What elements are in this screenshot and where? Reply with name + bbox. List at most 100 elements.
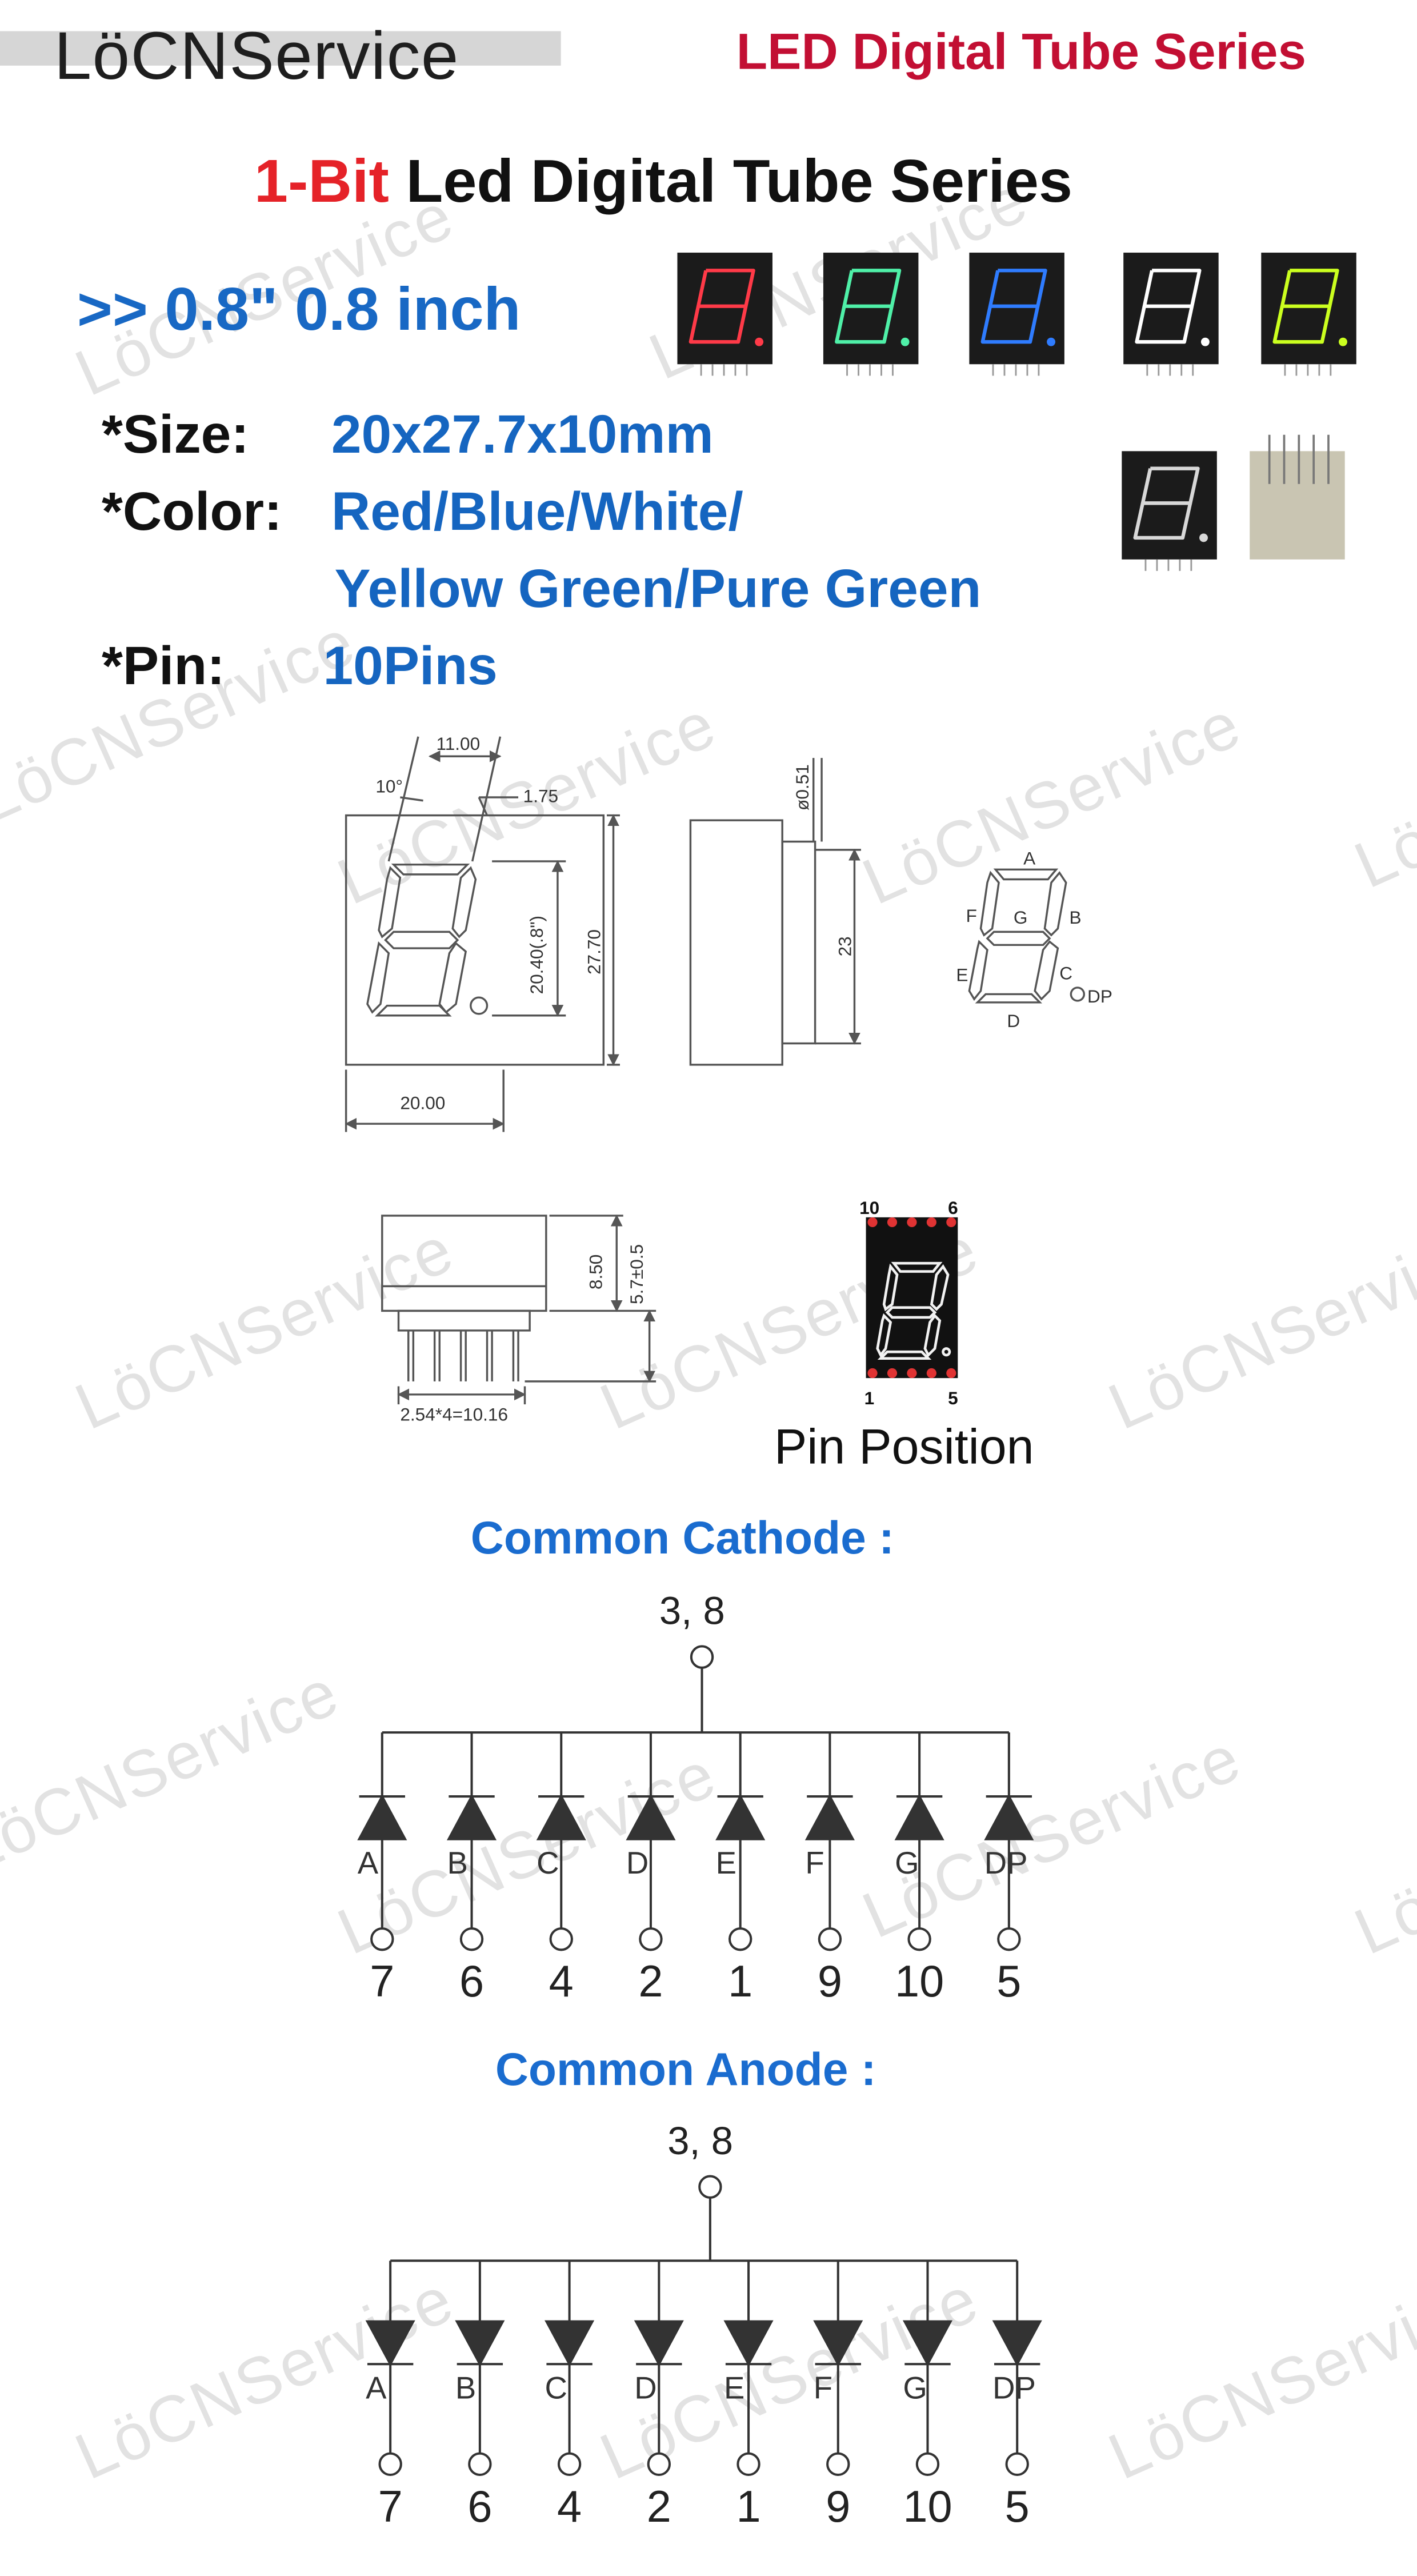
pin-label-6: 6 — [948, 1197, 958, 1218]
segment-label: B — [455, 2370, 476, 2405]
dim-pin-dia: ø0.51 — [792, 764, 812, 810]
pin-terminal — [826, 2452, 850, 2476]
dim-bottom-height: 8.50 — [585, 1255, 606, 1289]
pin-number: 9 — [818, 1957, 842, 2006]
header-bar — [0, 31, 561, 66]
pin-terminal — [549, 1927, 573, 1951]
pin-label-5: 5 — [948, 1388, 958, 1408]
diode-symbol — [545, 2320, 595, 2367]
segment-label: G — [895, 1846, 919, 1880]
pin-number: 1 — [728, 1957, 752, 2006]
pin-position-module: 10 6 1 5 — [859, 1197, 958, 1408]
diode-symbol — [723, 2320, 774, 2367]
seg-label-a: A — [1023, 848, 1035, 869]
seg-label-d: D — [1007, 1011, 1020, 1031]
dim-digit-height: 20.40(.8") — [526, 916, 547, 995]
title-highlight: 1-Bit — [254, 147, 389, 215]
segment-label: A — [358, 1846, 379, 1880]
dim-seg: 1.75 — [523, 786, 558, 806]
diode-symbol — [813, 2320, 863, 2367]
segment-label: E — [724, 2370, 744, 2405]
diode-symbol — [536, 1794, 586, 1840]
common-pin-label: 3, 8 — [659, 1589, 725, 1633]
seg-label-g: G — [1014, 907, 1028, 928]
pin-number: 6 — [459, 1957, 484, 2006]
pin-terminal — [647, 2452, 671, 2476]
seg-label-dp: DP — [1087, 986, 1112, 1007]
pin-terminal — [1005, 2452, 1029, 2476]
dim-depth: 23 — [835, 936, 855, 956]
segment-label: E — [716, 1846, 736, 1880]
common-pin-label: 3, 8 — [667, 2119, 733, 2163]
spec-size-label: *Size: — [101, 404, 249, 465]
pin-terminal — [468, 2452, 492, 2476]
common-anode-title: Common Anode : — [495, 2044, 876, 2095]
pin-terminal — [639, 1927, 663, 1951]
pin-terminal — [907, 1927, 931, 1951]
pin-number: 5 — [1005, 2482, 1030, 2531]
pin-number: 2 — [638, 1957, 663, 2006]
segment-label: C — [545, 2370, 567, 2405]
seg-label-c: C — [1059, 963, 1072, 984]
diode-symbol — [804, 1794, 855, 1840]
dim-angle: 10° — [375, 776, 403, 796]
segment-label: C — [537, 1846, 559, 1880]
segment-map-digit — [968, 868, 1086, 1004]
dim-width-top: 11.00 — [437, 733, 481, 754]
diode-symbol — [446, 1794, 497, 1840]
diode-symbol — [365, 2320, 415, 2367]
spec-pin-label: *Pin: — [101, 634, 225, 696]
size-subtitle: >> 0.8" 0.8 inch — [77, 275, 521, 343]
diode-symbol — [902, 2320, 953, 2367]
pin-terminal — [818, 1927, 842, 1951]
pin-number: 10 — [895, 1957, 944, 2006]
pin-position-caption: Pin Position — [774, 1420, 1034, 1475]
seg-label-f: F — [966, 905, 977, 926]
pin-number: 4 — [557, 2482, 582, 2531]
seg-label-e: E — [956, 964, 968, 985]
diode-symbol — [455, 2320, 505, 2367]
segment-label: DP — [992, 2370, 1036, 2405]
diode-symbol — [357, 1794, 407, 1840]
segment-label: F — [814, 2370, 832, 2405]
spec-color-value-2: Yellow Green/Pure Green — [334, 557, 982, 619]
pin-number: 2 — [647, 2482, 671, 2531]
spec-color-label: *Color: — [101, 481, 282, 542]
dim-bottom-pin: 5.7±0.5 — [626, 1244, 647, 1304]
pin-terminal — [997, 1927, 1021, 1951]
front-digit-outline — [366, 863, 489, 1017]
diode-symbol — [992, 2320, 1042, 2367]
spec-color-value-1: Red/Blue/White/ — [331, 481, 743, 542]
pin-terminal — [728, 1927, 752, 1951]
pin-number: 4 — [549, 1957, 574, 2006]
common-pin-terminal — [698, 2175, 722, 2199]
product-photo-row-2 — [1122, 434, 1345, 571]
diode-symbol — [626, 1794, 676, 1840]
front-view-outline — [345, 814, 605, 1066]
segment-label: G — [903, 2370, 927, 2405]
pin-terminal — [736, 2452, 760, 2476]
pin-number: 5 — [996, 1957, 1021, 2006]
spec-size-value: 20x27.7x10mm — [331, 404, 714, 465]
page-title: 1-Bit Led Digital Tube Series — [254, 147, 1072, 217]
pin-terminal — [557, 2452, 582, 2476]
pin-terminal — [915, 2452, 940, 2476]
product-photo-row — [677, 253, 1356, 376]
diode-symbol — [715, 1794, 766, 1840]
series-heading: LED Digital Tube Series — [736, 23, 1306, 81]
pin-label-10: 10 — [859, 1197, 879, 1218]
pin-number: 9 — [826, 2482, 850, 2531]
segment-label: DP — [984, 1846, 1028, 1880]
bottom-pins — [407, 1330, 519, 1381]
diode-symbol — [984, 1794, 1034, 1840]
dim-width: 20.00 — [400, 1092, 445, 1113]
side-view-outline — [689, 819, 783, 1066]
dim-pitch: 2.54*4=10.16 — [400, 1404, 508, 1425]
pin-number: 7 — [378, 2482, 403, 2531]
segment-label: B — [447, 1846, 467, 1880]
pin-label-1: 1 — [864, 1388, 875, 1408]
technical-drawing: 11.00 10° 1.75 20.40(.8") 27.70 20.00 ø0… — [345, 733, 1112, 1425]
pin-number: 10 — [903, 2482, 952, 2531]
